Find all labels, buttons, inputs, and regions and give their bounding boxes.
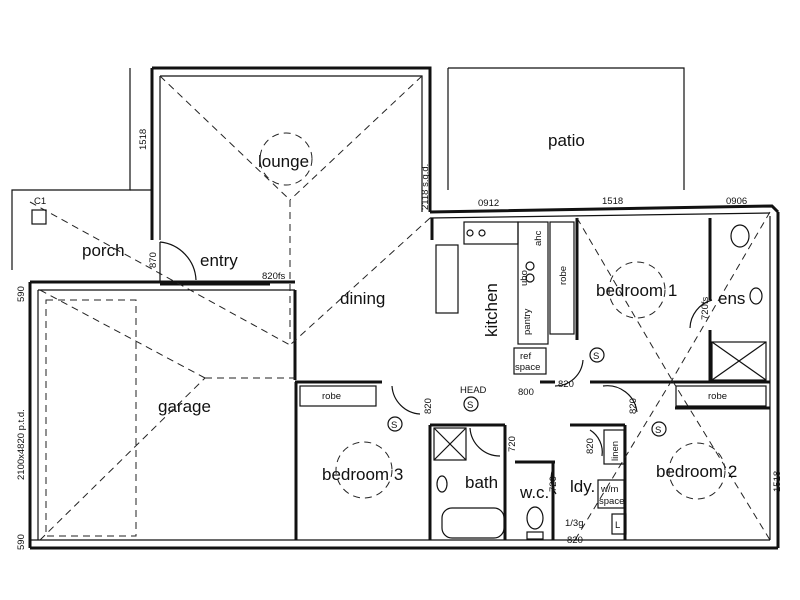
dim-590-bottom: 590 — [16, 534, 27, 550]
dim-800: 800 — [518, 387, 534, 398]
dim-0906: 0906 — [726, 196, 747, 207]
room-ldy: ldy. — [570, 477, 595, 496]
pantry-label: pantry — [522, 308, 533, 335]
smoke-3: S — [391, 420, 397, 431]
dim-1518-top: 1518 — [602, 196, 623, 207]
dim-2118-sgd: 2118 s.g.d. — [420, 164, 431, 210]
room-entry: entry — [200, 251, 238, 270]
wm-label-1: w/m — [600, 484, 619, 495]
dim-590-top: 590 — [16, 286, 27, 302]
patio-outline — [447, 67, 685, 190]
room-ens: ens — [718, 289, 745, 308]
linen-label: linen — [610, 441, 621, 461]
dim-13g: 1/3g — [565, 518, 584, 529]
smoke-4: S — [655, 425, 661, 436]
room-dining: dining — [340, 289, 385, 308]
c1-label: C1 — [34, 196, 46, 207]
dim-1518-side: 1518 — [772, 471, 783, 492]
dim-720fs: 720fs — [700, 297, 711, 320]
room-bedroom-2: bedroom 2 — [656, 462, 737, 481]
room-bath: bath — [465, 473, 498, 492]
robe-bedroom-2: robe — [708, 391, 727, 402]
dim-820-b: 820 — [558, 379, 574, 390]
room-kitchen: kitchen — [482, 283, 501, 337]
room-wc: w.c. — [519, 483, 549, 502]
l-label: L — [615, 520, 620, 531]
uo-label: ubo — [519, 270, 530, 286]
dim-1518-left: 1518 — [138, 129, 149, 150]
room-bedroom-1: bedroom 1 — [596, 281, 677, 300]
dim-820-d: 820 — [585, 438, 596, 454]
wm-label-2: space — [599, 496, 624, 507]
smoke-1: S — [467, 400, 473, 411]
dim-820-a: 820 — [423, 398, 434, 414]
door-swings — [159, 241, 713, 495]
room-patio: patio — [548, 131, 585, 150]
fixtures: robe robe robe ubo ahc pantry ref space — [31, 196, 767, 540]
room-porch: porch — [82, 241, 125, 260]
outer-walls — [11, 66, 780, 550]
ahc-label: ahc — [533, 230, 544, 246]
smoke-2: S — [593, 351, 599, 362]
ref-label-2: space — [515, 362, 540, 373]
room-bedroom-3: bedroom 3 — [322, 465, 403, 484]
interior-walls — [160, 218, 770, 540]
room-labels: lounge patio porch entry dining kitchen … — [82, 131, 745, 502]
robe-bedroom-3: robe — [322, 391, 341, 402]
dim-2100x4820: 2100x4820 p.t.d. — [16, 409, 27, 480]
dim-720-b: 720 — [548, 476, 559, 492]
dim-820-f: 820 — [567, 535, 583, 546]
dim-820fs: 820fs — [262, 271, 285, 282]
dim-820-c: 820 — [628, 398, 639, 414]
dim-720-a: 720 — [507, 436, 518, 452]
ceiling-fans — [259, 132, 726, 500]
room-garage: garage — [158, 397, 211, 416]
ref-label-1: ref — [520, 351, 531, 362]
roof-lines — [29, 75, 771, 541]
dim-870: 870 — [148, 252, 159, 268]
dim-0912: 0912 — [478, 198, 499, 209]
room-lounge: lounge — [258, 152, 309, 171]
dimension-labels: 1518 2118 s.g.d. 0912 1518 0906 870 820f… — [16, 129, 783, 550]
head-label: HEAD — [460, 385, 487, 396]
robe-bedroom-1: robe — [558, 266, 569, 285]
